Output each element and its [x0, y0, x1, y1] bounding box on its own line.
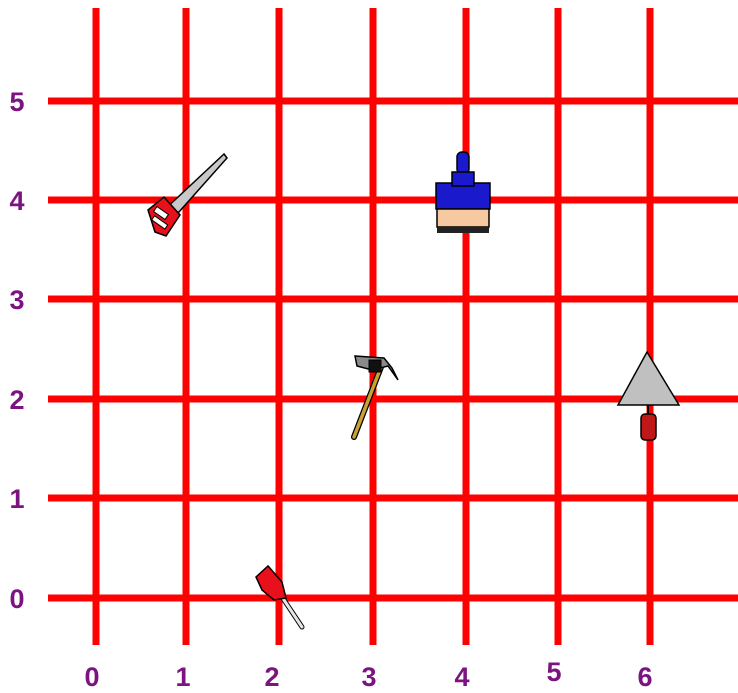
- y-axis-label-1: 1: [9, 484, 24, 514]
- x-axis-label-4: 4: [454, 662, 469, 692]
- x-axis-label-2: 2: [264, 662, 279, 692]
- y-axis-label-2: 2: [9, 385, 24, 415]
- y-axis-label-5: 5: [9, 87, 24, 117]
- y-axis-label-0: 0: [9, 584, 24, 614]
- x-axis-label-3: 3: [361, 662, 376, 692]
- x-axis-label-1: 1: [175, 662, 190, 692]
- y-axis-label-4: 4: [9, 186, 24, 216]
- x-axis-label-0: 0: [84, 662, 99, 692]
- y-axis-label-3: 3: [9, 285, 24, 315]
- trowel-icon: [618, 352, 679, 440]
- x-axis-label-5: 5: [546, 657, 561, 687]
- x-axis-label-6: 6: [637, 662, 652, 692]
- paintbrush-icon: [436, 152, 490, 233]
